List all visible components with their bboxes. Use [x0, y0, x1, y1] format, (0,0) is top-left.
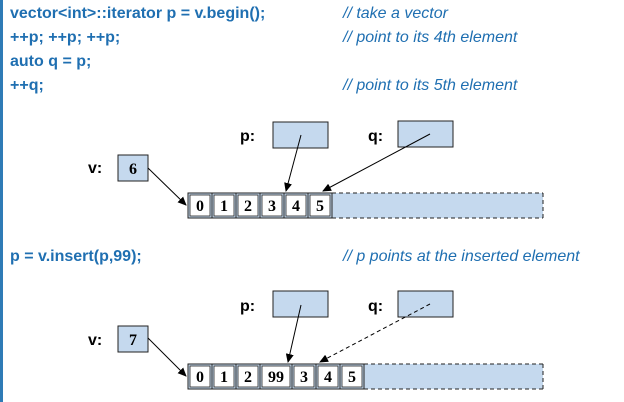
cell2-inner-1 — [213, 365, 235, 388]
q-iterator-box-2 — [397, 290, 454, 318]
code-line-1: vector<int>::iterator p = v.begin(); — [10, 5, 266, 22]
cell2-value-4: 3 — [300, 369, 308, 386]
q-arrow — [322, 133, 431, 192]
code-line-2: ++p; ++p; ++p; — [10, 29, 121, 46]
cell-value-3: 3 — [268, 198, 276, 215]
q-label: q: — [368, 128, 383, 145]
cell2-inner-6 — [341, 365, 363, 388]
cell-value-4: 4 — [292, 198, 300, 215]
cell-inner-4 — [285, 194, 307, 217]
capacity-area-2 — [364, 364, 543, 389]
cell2-inner-4 — [293, 365, 315, 388]
cell2-inner-5 — [317, 365, 339, 388]
diagram-before-insert: p: q: v: 6 0 1 2 3 4 5 — [88, 120, 544, 219]
diagram-after-insert: p: q: v: 7 0 1 2 99 3 4 5 — [88, 290, 544, 390]
cell-value-0: 0 — [196, 198, 204, 215]
code-line-insert: p = v.insert(p,99); — [10, 248, 142, 265]
p-arrow-2 — [285, 304, 302, 363]
cell-inner-3 — [261, 194, 283, 217]
cell-inner-0 — [189, 194, 211, 217]
comment-insert: // p points at the inserted element — [343, 248, 580, 265]
cell2-value-2: 2 — [244, 369, 252, 386]
cell2-inner-3 — [261, 365, 291, 388]
cell2-value-0: 0 — [196, 369, 204, 386]
v-size-box-2 — [117, 325, 149, 353]
p-arrow — [284, 134, 302, 192]
v-label-2: v: — [88, 332, 102, 349]
cell2-value-6: 5 — [348, 369, 356, 386]
cell2-value-3: 99 — [268, 369, 284, 386]
cell2-value-5: 4 — [324, 369, 332, 386]
cell-value-1: 1 — [220, 198, 228, 215]
cell-value-5: 5 — [316, 198, 324, 215]
code-line-3: auto q = p; — [10, 53, 92, 70]
cell-inner-1 — [213, 194, 235, 217]
cell-inner-5 — [309, 194, 331, 217]
capacity-area — [332, 193, 543, 218]
p-iterator-box-2 — [272, 290, 329, 318]
cell2-value-1: 1 — [220, 369, 228, 386]
v-size-value: 6 — [129, 161, 137, 178]
v-size-box — [117, 154, 149, 182]
code-line-4: ++q; — [10, 77, 44, 94]
v-elements-arrow — [147, 167, 187, 206]
q-iterator-box — [397, 120, 454, 148]
p-label-2: p: — [240, 298, 255, 315]
cell-inner-2 — [237, 194, 259, 217]
q-label-2: q: — [368, 298, 383, 315]
comment-4: // point to its 5th element — [343, 77, 518, 94]
cell2-inner-2 — [237, 365, 259, 388]
comment-1: // take a vector — [343, 5, 448, 22]
comment-2: // point to its 4th element — [343, 29, 518, 46]
v-label: v: — [88, 160, 102, 177]
v-size-value-2: 7 — [129, 332, 137, 349]
v-elements-arrow-2 — [147, 337, 187, 377]
cell-value-2: 2 — [244, 198, 252, 215]
cell2-inner-0 — [189, 365, 211, 388]
p-label: p: — [240, 128, 255, 145]
